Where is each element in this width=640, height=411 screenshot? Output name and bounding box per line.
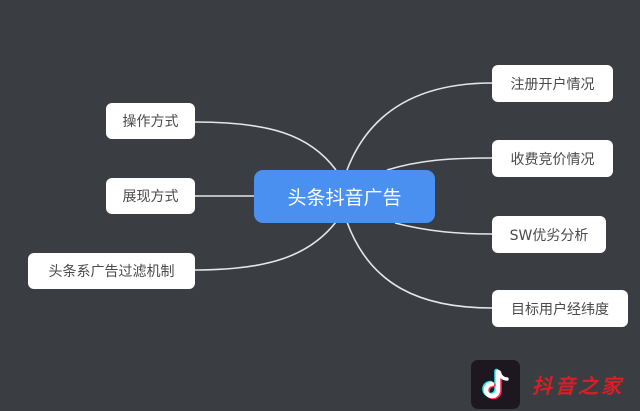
connector-left-1 bbox=[194, 121, 337, 171]
node-operation-method[interactable]: 操作方式 bbox=[106, 103, 195, 139]
node-label: SW优劣分析 bbox=[509, 227, 589, 244]
node-label: 目标用户经纬度 bbox=[511, 301, 609, 318]
watermark-text: 抖音之家 bbox=[532, 374, 624, 398]
connector-left-3 bbox=[194, 221, 337, 271]
node-display-method[interactable]: 展现方式 bbox=[106, 178, 195, 214]
node-label: 注册开户情况 bbox=[510, 76, 595, 93]
node-bidding-fees[interactable]: 收费竞价情况 bbox=[492, 140, 613, 177]
connector-right-2 bbox=[386, 157, 493, 171]
tiktok-logo-icon bbox=[471, 360, 520, 409]
connector-right-4 bbox=[346, 221, 493, 309]
connector-right-3 bbox=[394, 222, 493, 235]
watermark: 抖音之家 bbox=[471, 360, 624, 409]
node-account-registration[interactable]: 注册开户情况 bbox=[492, 65, 613, 102]
node-sw-analysis[interactable]: SW优劣分析 bbox=[492, 216, 606, 253]
node-target-users[interactable]: 目标用户经纬度 bbox=[492, 290, 628, 327]
node-label: 展现方式 bbox=[122, 189, 179, 205]
root-node-label: 头条抖音广告 bbox=[287, 187, 402, 209]
node-ad-filter-mechanism[interactable]: 头条系广告过滤机制 bbox=[28, 253, 195, 289]
node-label: 操作方式 bbox=[122, 114, 179, 130]
root-node[interactable]: 头条抖音广告 bbox=[254, 170, 435, 223]
node-label: 收费竞价情况 bbox=[510, 151, 595, 168]
node-label: 头条系广告过滤机制 bbox=[48, 264, 175, 280]
connector-right-1 bbox=[346, 82, 493, 171]
